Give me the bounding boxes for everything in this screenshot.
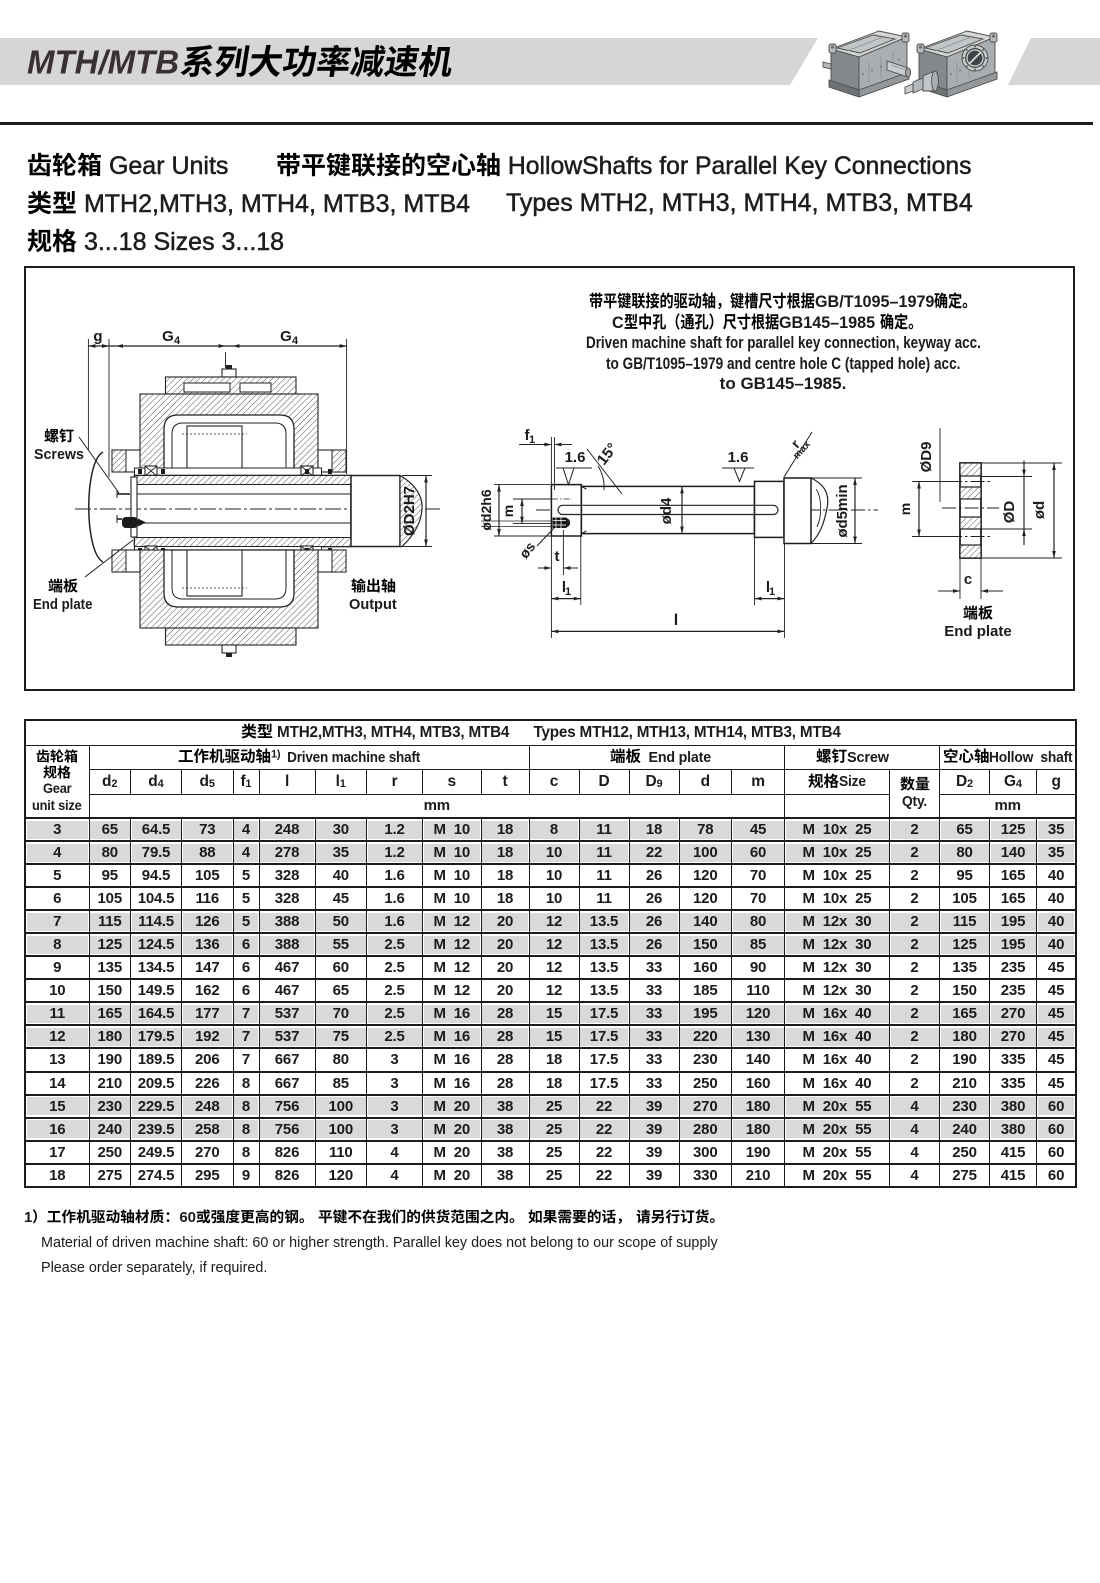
svg-text:G: G <box>280 328 292 345</box>
svg-text:ØD: ØD <box>1001 501 1018 524</box>
svg-text:l: l <box>562 579 566 596</box>
svg-text:f: f <box>525 427 531 444</box>
svg-text:1.6: 1.6 <box>728 449 749 466</box>
svg-text:ød: ød <box>1031 501 1048 519</box>
svg-text:4: 4 <box>292 335 299 347</box>
svg-text:m: m <box>897 503 913 515</box>
svg-text:1: 1 <box>769 586 775 598</box>
svg-text:1: 1 <box>529 434 535 446</box>
svg-text:ØD9: ØD9 <box>918 442 935 473</box>
svg-text:ød4: ød4 <box>658 497 675 524</box>
svg-text:1.6: 1.6 <box>565 449 586 466</box>
svg-text:ød5min: ød5min <box>834 484 851 537</box>
svg-text:l: l <box>766 579 770 596</box>
svg-text:4: 4 <box>174 335 181 347</box>
svg-text:t: t <box>555 548 560 565</box>
svg-text:øs: øs <box>516 538 539 561</box>
svg-text:g: g <box>93 328 102 345</box>
svg-text:c: c <box>964 571 972 588</box>
svg-text:G: G <box>162 328 174 345</box>
svg-text:1: 1 <box>565 586 571 598</box>
svg-text:m: m <box>500 505 516 517</box>
svg-text:ØD2H7: ØD2H7 <box>401 486 418 536</box>
svg-text:l: l <box>674 612 678 629</box>
svg-text:ød2h6: ød2h6 <box>478 489 494 530</box>
svg-text:15°: 15° <box>594 440 621 468</box>
